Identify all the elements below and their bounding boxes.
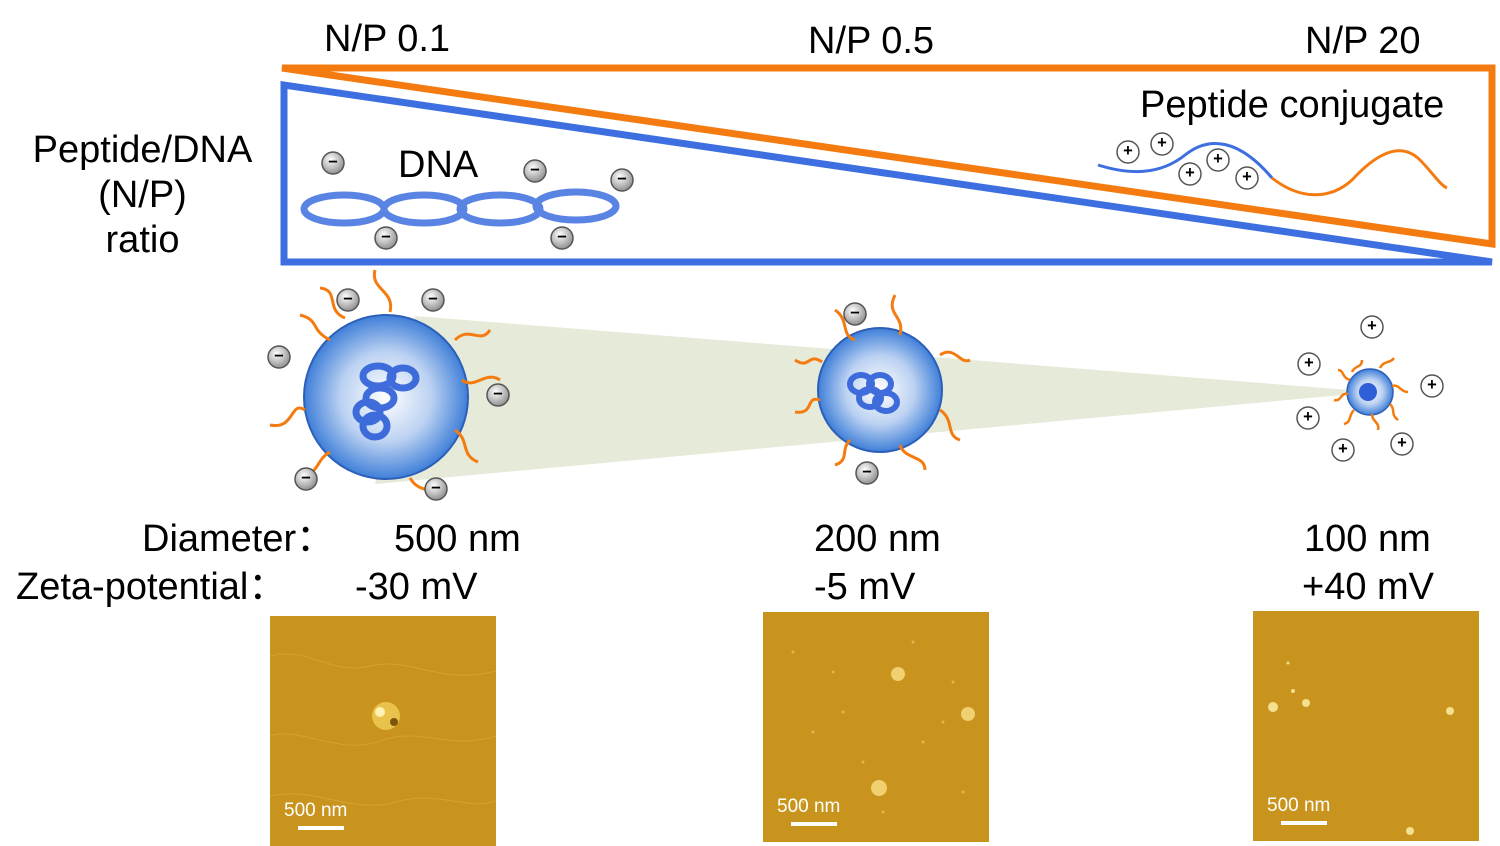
svg-text:−: − — [493, 385, 503, 403]
positive-charge-icon: + — [1235, 166, 1259, 190]
afm-scale-bar-np-20 — [1281, 821, 1327, 825]
svg-text:−: − — [274, 347, 284, 365]
negative-charge-icon: − — [424, 477, 448, 501]
positive-charge-icon: + — [1206, 148, 1230, 172]
svg-text:−: − — [530, 161, 540, 179]
afm-texture — [270, 616, 496, 846]
svg-text:−: − — [381, 228, 391, 246]
positive-charge-icon: + — [1178, 162, 1202, 186]
negative-charge-icon: − — [486, 383, 510, 407]
svg-text:+: + — [1367, 317, 1377, 335]
peptide-conjugate-label: Peptide conjugate — [1140, 84, 1445, 126]
negative-charge-icon: − — [421, 288, 445, 312]
ratio-label-line-2: (N/P) — [98, 174, 187, 216]
negative-charge-icon: − — [294, 467, 318, 491]
svg-text:−: − — [850, 304, 860, 322]
np-label-0-1: N/P 0.1 — [324, 18, 451, 60]
diameter-label: Diameter： — [142, 518, 335, 560]
negative-charge-icon: − — [610, 168, 634, 192]
positive-charge-icon: + — [1116, 140, 1140, 164]
dna-wedge — [280, 80, 1493, 266]
svg-text:−: − — [617, 170, 627, 188]
dna-label: DNA — [398, 144, 479, 186]
negative-charges: − − − − − − − − − − − − − — [267, 151, 879, 501]
zeta-np-20: +40 mV — [1302, 566, 1435, 608]
positive-charges: + + + + + + + + + + + — [1116, 132, 1444, 462]
positive-charge-icon: + — [1296, 406, 1320, 430]
zeta-np-0-1: -30 mV — [355, 566, 478, 608]
positive-charge-icon: + — [1331, 438, 1355, 462]
positive-charge-icon: + — [1150, 132, 1174, 156]
zeta-np-0-5: -5 mV — [814, 566, 916, 608]
afm-scale-bar-np-0-1 — [298, 826, 344, 830]
svg-text:−: − — [557, 228, 567, 246]
diameter-np-0-5: 200 nm — [814, 518, 941, 560]
positive-charge-icon: + — [1420, 374, 1444, 398]
afm-image-np-0-5: 500 nm — [763, 612, 989, 842]
svg-text:+: + — [1123, 142, 1133, 160]
ratio-label-line-1: Peptide/DNA — [32, 129, 253, 171]
dna-strand — [300, 188, 620, 227]
negative-charge-icon: − — [523, 159, 547, 183]
ratio-label: Peptide/DNA (N/P) ratio — [0, 128, 285, 263]
particle-np-20 — [1333, 357, 1409, 431]
np-label-20: N/P 20 — [1305, 20, 1421, 62]
afm-texture — [1253, 611, 1479, 841]
afm-scale-label-np-20: 500 nm — [1267, 795, 1331, 816]
svg-text:−: − — [431, 479, 441, 497]
svg-text:+: + — [1338, 440, 1348, 458]
svg-text:+: + — [1242, 168, 1252, 186]
svg-text:+: + — [1157, 134, 1167, 152]
diameter-np-20: 100 nm — [1304, 518, 1431, 560]
afm-scale-label-np-0-5: 500 nm — [777, 796, 841, 817]
zeta-potential-label: Zeta-potential： — [16, 566, 287, 608]
positive-charge-icon: + — [1360, 315, 1384, 339]
svg-text:+: + — [1427, 376, 1437, 394]
negative-charge-icon: − — [843, 302, 867, 326]
negative-charge-icon: − — [336, 288, 360, 312]
svg-text:+: + — [1304, 354, 1314, 372]
afm-scale-bar-np-0-5 — [791, 822, 837, 826]
positive-charge-icon: + — [1390, 432, 1414, 456]
svg-text:+: + — [1185, 164, 1195, 182]
afm-image-np-0-1: 500 nm — [270, 616, 496, 846]
negative-charge-icon: − — [267, 345, 291, 369]
peptide-wedge — [281, 64, 1496, 249]
svg-text:−: − — [328, 153, 338, 171]
peptide-conjugate-dna-part — [1097, 141, 1274, 179]
negative-charge-icon: − — [374, 226, 398, 250]
svg-text:−: − — [428, 290, 438, 308]
svg-text:−: − — [862, 463, 872, 481]
particle-np-0-5 — [794, 294, 971, 471]
afm-texture — [763, 612, 989, 842]
negative-charge-icon: − — [855, 461, 879, 485]
particle-np-0-1 — [269, 269, 501, 501]
svg-text:−: − — [343, 290, 353, 308]
svg-text:+: + — [1213, 150, 1223, 168]
svg-text:+: + — [1397, 434, 1407, 452]
svg-text:−: − — [301, 469, 311, 487]
positive-charge-icon: + — [1297, 352, 1321, 376]
ratio-label-line-3: ratio — [105, 219, 180, 261]
afm-scale-label-np-0-1: 500 nm — [284, 800, 348, 821]
peptide-conjugate-peptide-part — [1271, 149, 1448, 197]
negative-charge-icon: − — [550, 226, 574, 250]
afm-image-np-20: 500 nm — [1253, 611, 1479, 841]
diameter-np-0-1: 500 nm — [394, 518, 521, 560]
np-label-0-5: N/P 0.5 — [808, 20, 935, 62]
svg-text:+: + — [1303, 408, 1313, 426]
negative-charge-icon: − — [321, 151, 345, 175]
